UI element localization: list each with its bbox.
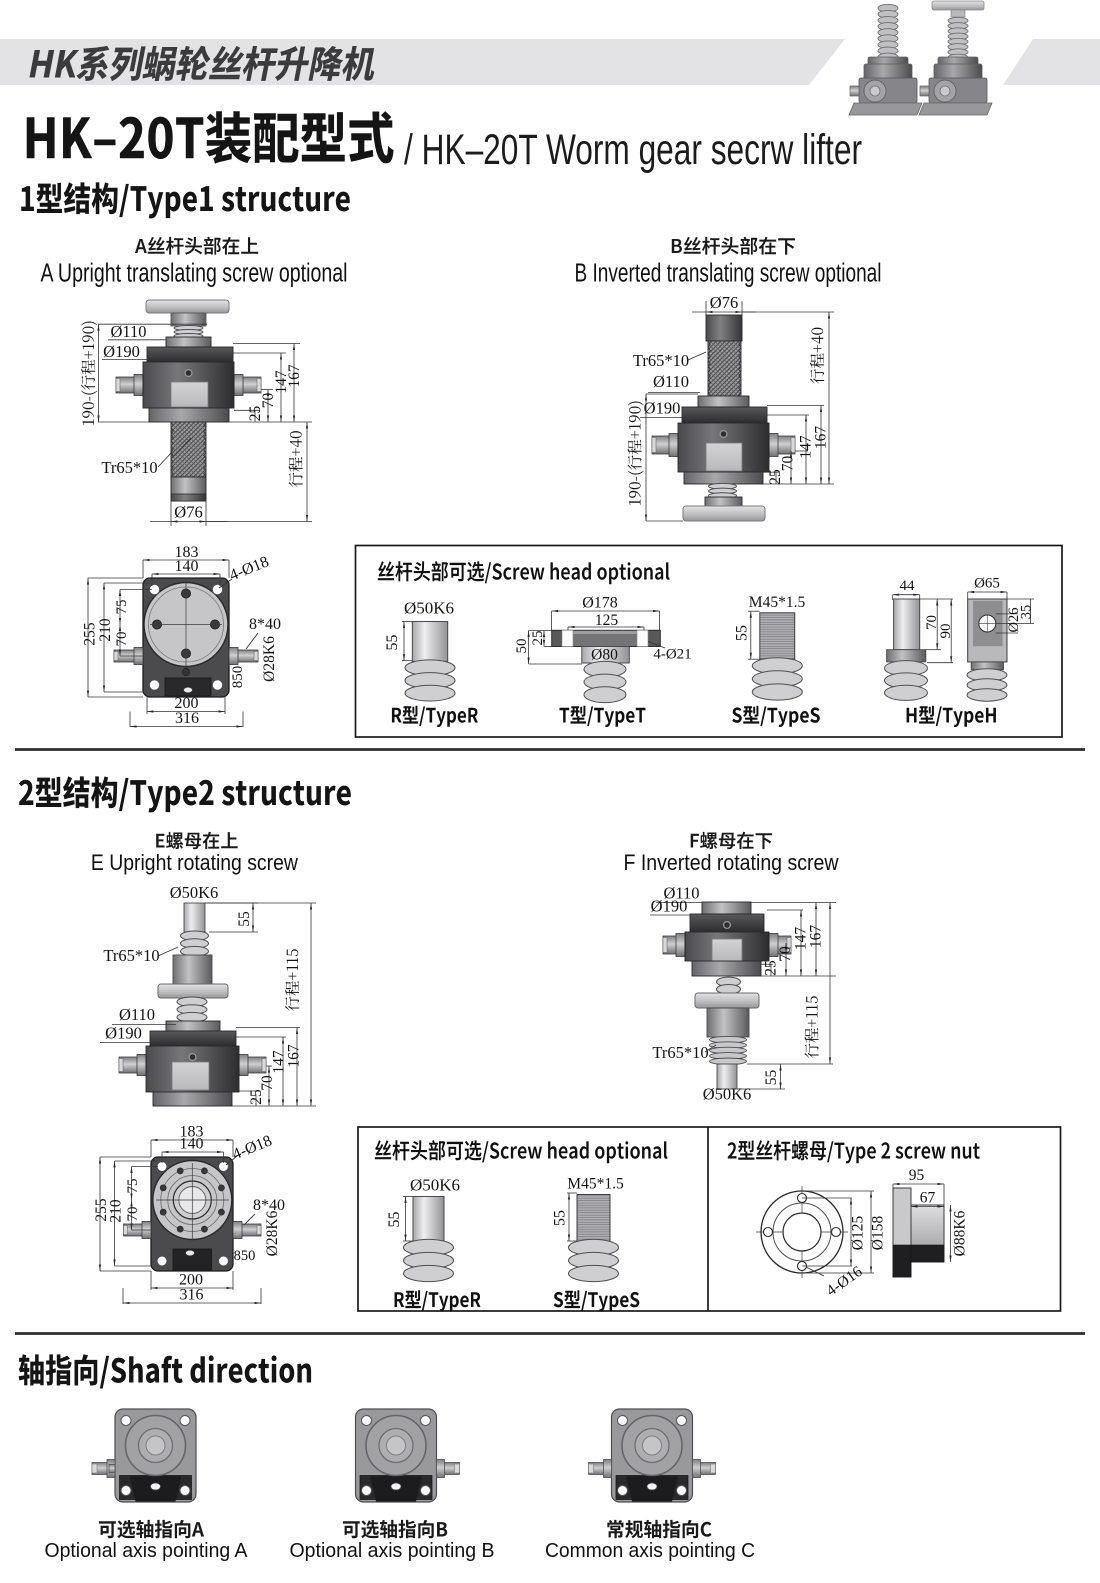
svg-text:850: 850	[234, 1248, 256, 1264]
svg-text:167: 167	[812, 426, 829, 450]
svg-text:Ø76: Ø76	[174, 503, 202, 522]
svg-text:70: 70	[259, 1075, 276, 1091]
svg-text:55: 55	[236, 911, 253, 927]
svg-text:125: 125	[595, 612, 619, 629]
svg-text:Ø50K6: Ø50K6	[410, 1176, 460, 1195]
svg-text:Ø190: Ø190	[644, 399, 681, 418]
svg-text:70: 70	[777, 946, 794, 962]
svg-text:70: 70	[779, 456, 796, 472]
svg-text:70: 70	[125, 1207, 141, 1222]
svg-text:Optional axis pointing A: Optional axis pointing A	[45, 1539, 248, 1562]
svg-text:Ø28K6: Ø28K6	[264, 1210, 281, 1256]
svg-text:Ø50K6: Ø50K6	[404, 599, 454, 618]
svg-text:50: 50	[514, 639, 530, 654]
svg-text:200: 200	[175, 695, 199, 712]
svg-text:A Upright translating screw op: A Upright translating screw optional	[41, 258, 348, 288]
svg-text:Ø50K6: Ø50K6	[703, 1085, 752, 1104]
svg-text:25: 25	[247, 406, 264, 422]
svg-text:Tr65*10: Tr65*10	[633, 351, 689, 370]
svg-text:25: 25	[248, 1089, 265, 1105]
svg-text:316: 316	[180, 1287, 204, 1304]
svg-text:F Inverted rotating screw: F Inverted rotating screw	[624, 850, 840, 875]
svg-text:95: 95	[909, 1167, 925, 1184]
svg-text:Tr65*10: Tr65*10	[101, 458, 157, 477]
svg-text:183: 183	[175, 544, 199, 561]
svg-text:Ø26: Ø26	[1006, 608, 1022, 633]
svg-text:Ø178: Ø178	[582, 595, 618, 612]
svg-text:55: 55	[763, 1070, 780, 1086]
svg-text:4-Ø18: 4-Ø18	[227, 553, 271, 584]
svg-text:Tr65*10: Tr65*10	[652, 1043, 708, 1062]
svg-text:140: 140	[180, 1136, 204, 1153]
svg-text:Ø158: Ø158	[869, 1216, 886, 1251]
svg-text:Ø190: Ø190	[105, 1024, 142, 1043]
svg-text:850: 850	[230, 666, 246, 689]
svg-text:75: 75	[114, 600, 130, 615]
svg-text:Ø65: Ø65	[974, 576, 1000, 592]
svg-text:167: 167	[285, 1044, 302, 1068]
svg-text:55: 55	[384, 635, 401, 651]
svg-text:Ø80: Ø80	[591, 647, 618, 664]
svg-text:183: 183	[180, 1124, 204, 1141]
svg-text:25: 25	[530, 631, 546, 646]
svg-text:Tr65*10: Tr65*10	[103, 946, 159, 965]
svg-text:4-Ø16: 4-Ø16	[823, 1263, 865, 1300]
svg-text:M45*1.5: M45*1.5	[567, 1176, 624, 1193]
svg-text:B Inverted translating screw o: B Inverted translating screw optional	[575, 258, 882, 288]
svg-text:8*40: 8*40	[249, 616, 281, 633]
svg-text:Ø190: Ø190	[103, 342, 140, 361]
svg-text:4-Ø18: 4-Ø18	[230, 1132, 274, 1163]
svg-text:Ø76: Ø76	[710, 293, 738, 312]
svg-text:140: 140	[175, 558, 199, 575]
svg-text:255: 255	[81, 622, 98, 646]
svg-text:35: 35	[1019, 605, 1035, 620]
svg-text:70: 70	[260, 393, 277, 409]
svg-text:90: 90	[938, 624, 954, 639]
svg-text:Ø110: Ø110	[110, 322, 146, 341]
svg-text:147: 147	[797, 435, 814, 459]
svg-text:/ HK–20T Worm gear secrw lifte: / HK–20T Worm gear secrw lifter	[404, 127, 862, 174]
svg-text:70: 70	[924, 615, 940, 630]
svg-text:55: 55	[734, 625, 751, 641]
svg-text:8*40: 8*40	[253, 1197, 285, 1214]
svg-text:Ø110: Ø110	[653, 372, 689, 391]
svg-text:25: 25	[762, 960, 779, 976]
svg-text:E Upright rotating screw: E Upright rotating screw	[91, 850, 299, 875]
svg-text:255: 255	[93, 1198, 110, 1222]
svg-text:70: 70	[114, 632, 130, 647]
svg-text:Ø88K6: Ø88K6	[951, 1210, 968, 1256]
svg-text:4-Ø21: 4-Ø21	[653, 647, 691, 663]
svg-text:Ø28K6: Ø28K6	[261, 636, 278, 682]
svg-text:Ø110: Ø110	[119, 1005, 155, 1024]
svg-text:316: 316	[175, 710, 199, 727]
svg-text:167: 167	[286, 364, 303, 388]
svg-text:147: 147	[792, 927, 809, 951]
svg-text:Ø110: Ø110	[663, 884, 699, 903]
svg-text:75: 75	[125, 1179, 141, 1194]
svg-text:210: 210	[107, 1199, 124, 1223]
svg-text:147: 147	[273, 370, 290, 394]
svg-text:67: 67	[920, 1190, 936, 1207]
svg-text:Ø190: Ø190	[651, 897, 688, 916]
svg-text:210: 210	[97, 618, 114, 642]
svg-text:55: 55	[386, 1212, 403, 1228]
svg-text:Ø50K6: Ø50K6	[170, 883, 219, 902]
svg-text:Ø125: Ø125	[849, 1216, 866, 1251]
svg-text:55: 55	[552, 1210, 569, 1226]
svg-text:M45*1.5: M45*1.5	[749, 594, 806, 611]
svg-text:Common axis pointing C: Common axis pointing C	[545, 1539, 755, 1562]
svg-text:167: 167	[807, 925, 824, 949]
svg-text:44: 44	[900, 578, 916, 594]
svg-text:147: 147	[271, 1050, 288, 1074]
svg-text:200: 200	[179, 1272, 203, 1289]
svg-text:25: 25	[767, 469, 784, 485]
svg-text:Optional axis pointing B: Optional axis pointing B	[290, 1539, 495, 1562]
